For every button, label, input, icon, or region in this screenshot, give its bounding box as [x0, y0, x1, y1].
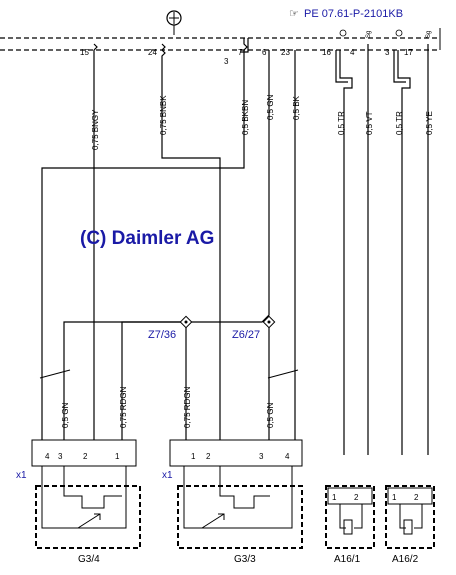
- switch-marks: [39, 369, 299, 379]
- wire-labels: 0,75 BNGY 0,75 BNBK 0,5 BKBN 0,5 GN 0,5 …: [61, 94, 434, 428]
- left-pin-1: 1: [115, 452, 120, 461]
- wire-label-vt: 0,5 VT: [365, 111, 374, 135]
- pin-17: 17: [404, 48, 413, 57]
- pin-15: 15: [80, 48, 89, 57]
- wire-label-tr2: 0,5 TR: [395, 111, 404, 135]
- bus-side-label: 3: [224, 57, 229, 66]
- splice-z7-36: [179, 315, 193, 329]
- component-boxes: [35, 485, 435, 549]
- wire-label-bnbk: 0,75 BNBK: [159, 95, 168, 135]
- component-a16-2: A16/2: [392, 554, 419, 565]
- a162-pin-2: 2: [414, 493, 419, 502]
- connector-x1-right: x1: [162, 470, 173, 481]
- watermark: (C) Daimler AG: [80, 228, 214, 249]
- right-pin-4: 4: [285, 452, 290, 461]
- wire-lines: [41, 38, 429, 455]
- left-pin-3: 3: [58, 452, 63, 461]
- connectors: [31, 439, 433, 505]
- wire-label-bk: 0,5 BK: [292, 95, 301, 120]
- pin-16: 16: [322, 48, 331, 57]
- sg-labels: Sg Sg: [366, 31, 432, 38]
- a161-pin-1: 1: [332, 493, 337, 502]
- pin-23: 23: [281, 48, 290, 57]
- pin-24: 24: [148, 48, 157, 57]
- top-bus: [0, 28, 441, 51]
- wire-label-bkbn: 0,5 BKBN: [241, 100, 250, 135]
- a162-pin-1: 1: [392, 493, 397, 502]
- right-pin-1: 1: [191, 452, 196, 461]
- wire-label-tr1: 0,5 TR: [337, 111, 346, 135]
- top-pin-labels: 15 24 7 6 23 16 4 3 17 3: [80, 48, 413, 66]
- connector-x1-left: x1: [16, 470, 27, 481]
- pin-3: 3: [385, 48, 390, 57]
- sg-label-1: Sg: [366, 31, 372, 38]
- reference-arrow-icon: ☞: [289, 8, 299, 20]
- splice-label-z6-27: Z6/27: [232, 329, 260, 341]
- wire-label-ye: 0,5 YE: [425, 111, 434, 135]
- wire-label-gn: 0,5 GN: [266, 94, 275, 120]
- ground-symbol-icon: [166, 10, 182, 35]
- component-g3-4: G3/4: [78, 554, 100, 565]
- right-pin-2: 2: [206, 452, 211, 461]
- a161-pin-2: 2: [354, 493, 359, 502]
- wire-label-bngy: 0,75 BNGY: [91, 109, 100, 150]
- shield-symbols: [339, 29, 403, 37]
- left-pin-4: 4: [45, 452, 50, 461]
- splice-z6-27: [262, 315, 276, 329]
- sg-label-2: Sg: [426, 31, 432, 38]
- wire-label-lower-rdgn2: 0,75 RDGN: [183, 386, 192, 428]
- splice-label-z7-36: Z7/36: [148, 329, 176, 341]
- pin-4: 4: [350, 48, 355, 57]
- left-pin-2: 2: [83, 452, 88, 461]
- pin-6: 6: [262, 48, 267, 57]
- component-a16-1: A16/1: [334, 554, 361, 565]
- connector-pin-labels: 4 3 2 1 1 2 3 4 1 2 1 2: [45, 452, 419, 502]
- wire-label-lower-rdgn1: 0,75 RDGN: [119, 386, 128, 428]
- component-g3-3: G3/3: [234, 554, 256, 565]
- component-labels: G3/4 G3/3 A16/1 A16/2: [78, 554, 419, 565]
- right-pin-3: 3: [259, 452, 264, 461]
- wire-label-lower-gn1: 0,5 GN: [61, 402, 70, 428]
- sensor-internals: [41, 466, 423, 535]
- wire-label-lower-gn2: 0,5 GN: [266, 402, 275, 428]
- reference-code: PE 07.61-P-2101KB: [304, 8, 403, 20]
